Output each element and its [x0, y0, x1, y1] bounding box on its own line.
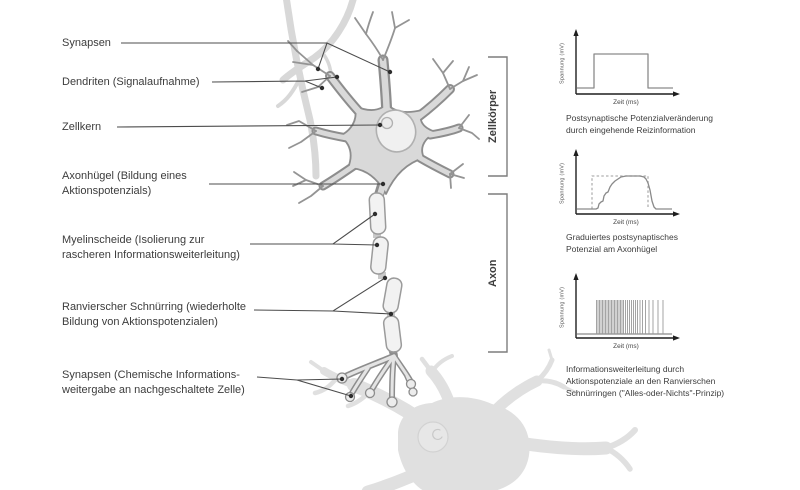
- label-synapsen-unten: Synapsen (Chemische Informations- weiter…: [62, 369, 245, 396]
- label-axonhuegel: Axonhügel (Bildung eines Aktionspotenzia…: [62, 170, 187, 197]
- synaptic-boutons: [336, 372, 418, 408]
- chart1-caption: Postsynaptische Potenzialveränderung dur…: [566, 113, 713, 135]
- chart1-x-axis-label: Zeit (ms): [613, 99, 639, 106]
- myelin-sheath: [368, 192, 403, 353]
- chart-postsynaptic-pulse: [573, 29, 680, 97]
- chart-graded-potential: [573, 149, 680, 217]
- label-zellkern: Zellkern: [62, 121, 102, 133]
- downstream-neuron: [309, 348, 638, 490]
- chart2-y-axis-label: Spannung (mV): [559, 162, 566, 204]
- label-dendriten: Dendriten (Signalaufnahme): [62, 76, 200, 88]
- chart1-y-axis-label: Spannung (mV): [559, 42, 566, 84]
- nucleolus: [380, 116, 394, 130]
- chart3-caption: Informationsweiterleitung durch Aktionsp…: [566, 364, 725, 398]
- bracket-zellkoerper: [488, 56, 508, 177]
- chart2-x-axis-label: Zeit (ms): [613, 219, 639, 226]
- label-myelinscheide: Myelinscheide (Isolierung zur rascheren …: [62, 234, 240, 261]
- chart2-caption: Graduiertes postsynaptisches Potenzial a…: [566, 232, 678, 254]
- chart-spike-train: [573, 273, 680, 341]
- myelin-segment: [382, 277, 403, 314]
- dendrite-branches: [286, 11, 480, 204]
- chart3-y-axis-label: Spannung (mV): [559, 286, 566, 328]
- myelin-segment: [368, 192, 387, 235]
- label-ranvier: Ranvierscher Schnürring (wiederholte Bil…: [62, 301, 247, 328]
- myelin-segment: [370, 236, 389, 275]
- myelin-segment: [382, 315, 403, 353]
- label-synapsen-top: Synapsen: [62, 37, 111, 49]
- region-brackets: [488, 56, 508, 353]
- leader-lines: [116, 42, 392, 397]
- bracket-label-zellkoerper: Zellkörper: [487, 89, 499, 144]
- bracket-axon: [488, 193, 508, 353]
- annotation-dots: [315, 66, 394, 399]
- bracket-label-axon: Axon: [487, 259, 499, 287]
- downstream-nucleolus: [432, 428, 443, 441]
- chart3-x-axis-label: Zeit (ms): [613, 343, 639, 350]
- nucleus: [375, 109, 417, 153]
